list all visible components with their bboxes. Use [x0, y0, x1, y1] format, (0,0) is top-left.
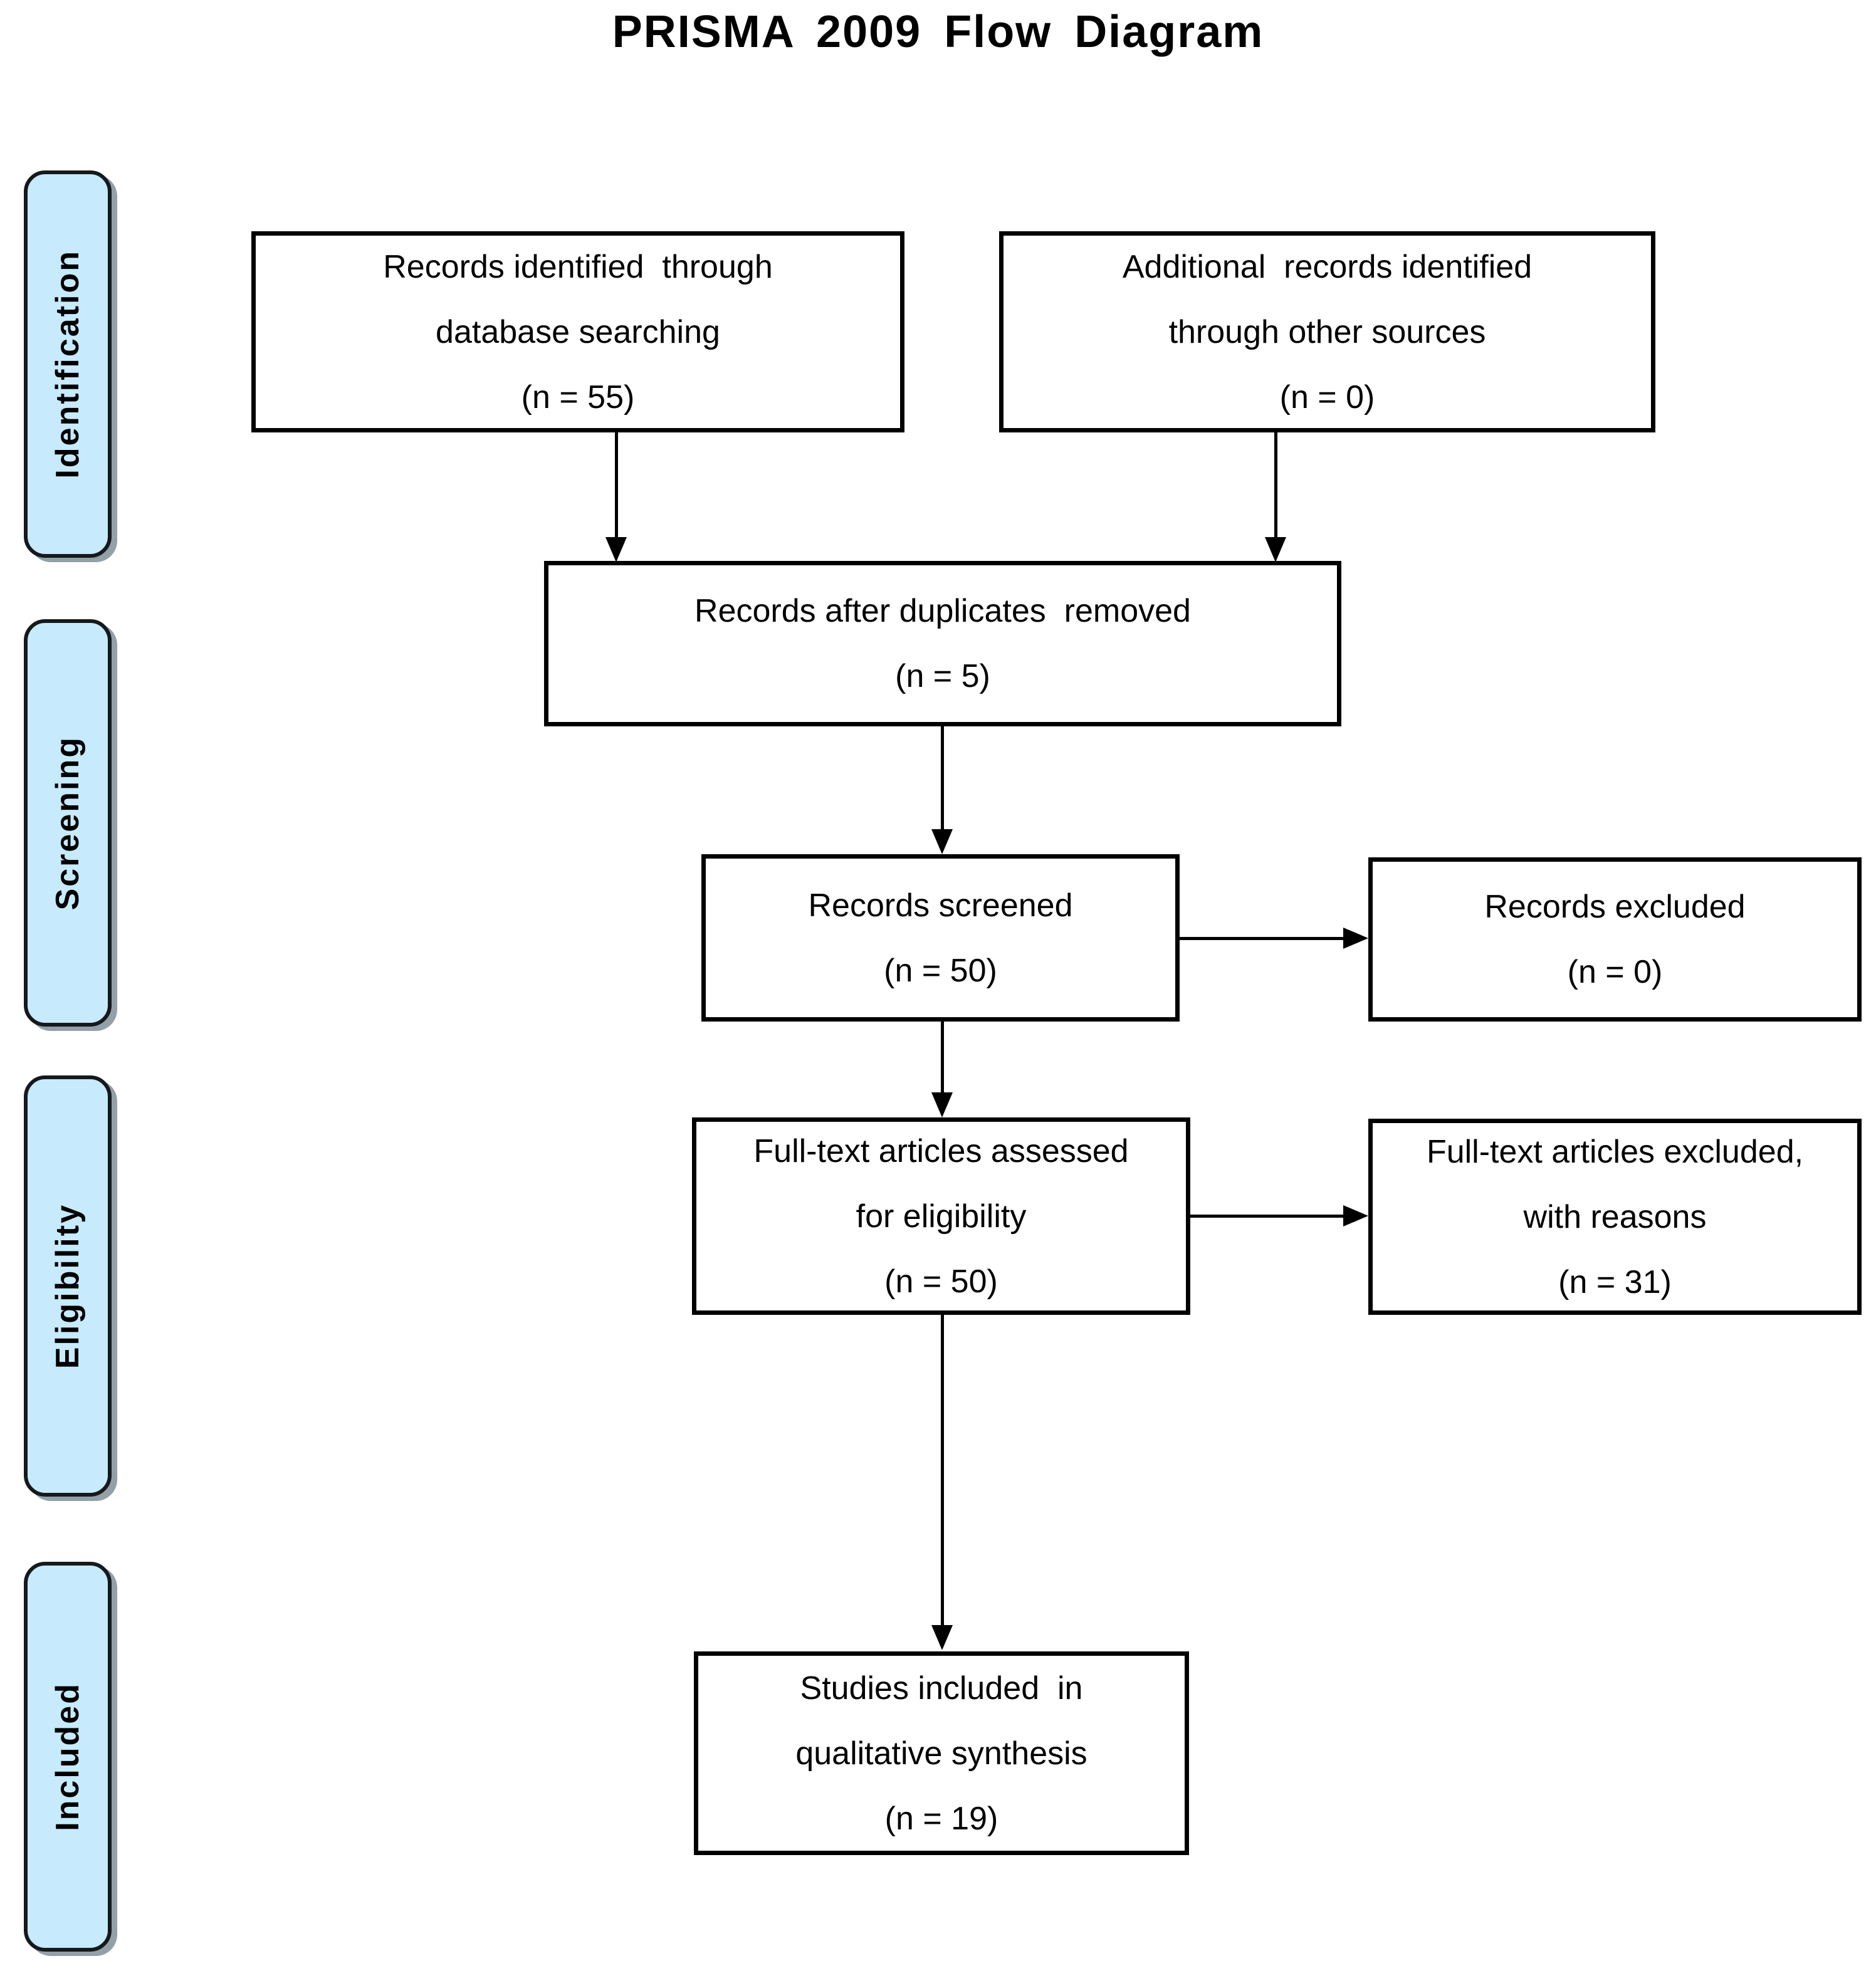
box-line: qualitative synthesis [795, 1735, 1087, 1772]
box-line: (n = 50) [884, 952, 997, 989]
arrowhead-down-icon [605, 537, 627, 562]
box-line: Full-text articles excluded, [1426, 1133, 1804, 1170]
stage-label-included: Included [50, 1682, 86, 1831]
box-line: (n = 0) [1567, 954, 1663, 990]
box-line: through other sources [1168, 313, 1486, 350]
box-line: with reasons [1523, 1198, 1707, 1235]
box-line: (n = 19) [884, 1800, 998, 1837]
stage-band-eligibility: Eligibility [24, 1075, 112, 1497]
box-line: (n = 50) [884, 1263, 998, 1300]
box-line: (n = 55) [521, 379, 635, 416]
arrow-line [1274, 432, 1277, 537]
arrow-line [1190, 1215, 1343, 1218]
arrow-line [1180, 937, 1343, 940]
box-studies-included: Studies included in qualitative synthesi… [694, 1651, 1189, 1855]
box-records-screened: Records screened (n = 50) [701, 854, 1180, 1022]
arrowhead-down-icon [1265, 537, 1286, 562]
box-duplicates-removed: Records after duplicates removed (n = 5) [544, 561, 1341, 726]
box-line: (n = 5) [895, 658, 990, 694]
arrowhead-down-icon [931, 1092, 953, 1117]
box-line: Additional records identified [1122, 248, 1533, 285]
box-line: database searching [436, 313, 720, 350]
page-title: PRISMA 2009 Flow Diagram [612, 7, 1264, 57]
box-line: Full-text articles assessed [753, 1132, 1129, 1169]
box-line: Records screened [808, 887, 1073, 924]
arrow-line [941, 1022, 944, 1092]
box-line: for eligibility [856, 1198, 1027, 1235]
stage-label-screening: Screening [50, 735, 86, 911]
stage-band-screening: Screening [24, 619, 112, 1027]
arrowhead-right-icon [1343, 1205, 1368, 1226]
box-fulltext-assessed: Full-text articles assessed for eligibil… [692, 1117, 1190, 1315]
arrowhead-down-icon [931, 1625, 953, 1650]
box-fulltext-excluded: Full-text articles excluded, with reason… [1368, 1119, 1862, 1315]
box-line: Records identified through [383, 248, 773, 285]
arrowhead-down-icon [931, 829, 953, 854]
box-records-excluded: Records excluded (n = 0) [1368, 857, 1862, 1022]
arrowhead-right-icon [1343, 928, 1368, 949]
box-records-identified: Records identified through database sear… [251, 231, 904, 432]
box-line: (n = 0) [1279, 379, 1375, 416]
stage-band-included: Included [24, 1562, 112, 1952]
arrow-line [941, 726, 944, 829]
stage-band-identification: Identification [24, 170, 112, 558]
box-line: Studies included in [800, 1670, 1083, 1707]
stage-label-identification: Identification [50, 249, 86, 479]
arrow-line [615, 432, 618, 537]
box-line: (n = 31) [1558, 1263, 1672, 1300]
stage-label-eligibility: Eligibility [50, 1203, 86, 1369]
box-line: Records after duplicates removed [694, 593, 1191, 629]
box-additional-records: Additional records identified through ot… [999, 231, 1655, 432]
box-line: Records excluded [1484, 889, 1746, 925]
arrow-line [941, 1315, 944, 1625]
